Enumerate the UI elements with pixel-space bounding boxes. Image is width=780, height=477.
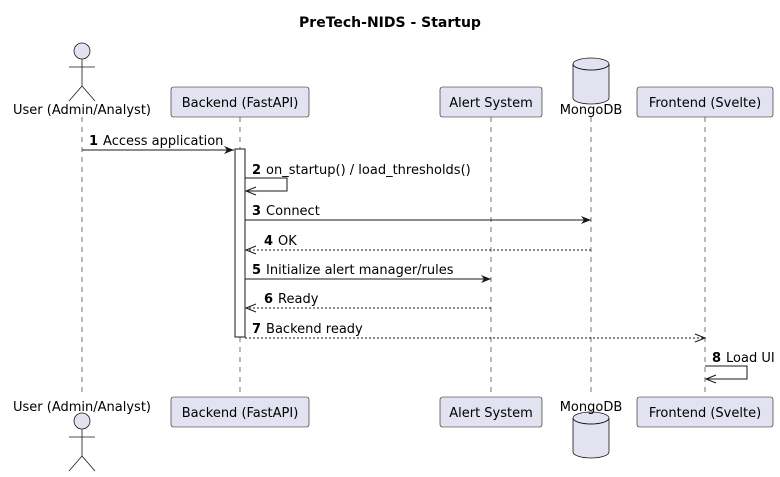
message-number: 2 xyxy=(252,163,261,178)
message-label: OK xyxy=(278,234,297,249)
message-number: 7 xyxy=(252,322,261,337)
message-number: 8 xyxy=(712,351,721,366)
participant-user-bottom: User (Admin/Analyst) xyxy=(13,400,151,472)
actor-icon xyxy=(68,42,96,102)
participant-label: Frontend (Svelte) xyxy=(649,96,761,111)
actor-icon xyxy=(68,412,96,472)
message-4-ok: 4 OK xyxy=(244,234,591,255)
message-number: 6 xyxy=(264,292,273,307)
message-8-load-ui: 8 Load UI xyxy=(704,351,775,384)
participant-label: MongoDB xyxy=(560,103,623,118)
message-label: Access application xyxy=(103,134,223,149)
diagram-title: PreTech-NIDS - Startup xyxy=(299,15,481,31)
participant-alert-bottom: Alert System xyxy=(439,396,543,428)
svg-text:4OK: 4 OK xyxy=(264,234,297,249)
participants: User (Admin/Analyst) User (Admin/Analyst)… xyxy=(13,42,774,472)
message-label: Load UI xyxy=(726,351,775,366)
message-label: Connect xyxy=(266,204,320,219)
message-6-ready: 6 Ready xyxy=(244,292,491,313)
message-number: 4 xyxy=(264,234,273,249)
messages: 1 Access application 2 on_startup() / load_… xyxy=(82,134,775,384)
database-icon xyxy=(572,57,610,105)
message-2-on-startup-load-thresholds: 2 on_startup() / load_thresholds() xyxy=(244,163,471,196)
participant-label: Frontend (Svelte) xyxy=(649,406,761,421)
participant-frontend-bottom: Frontend (Svelte) xyxy=(636,396,774,428)
participant-backend-top: Backend (FastAPI) xyxy=(170,86,310,118)
participant-user-top: User (Admin/Analyst) xyxy=(13,42,151,118)
participant-alert-top: Alert System xyxy=(439,86,543,118)
participant-label: Alert System xyxy=(449,96,533,111)
participant-label: Backend (FastAPI) xyxy=(182,96,299,111)
message-label: Ready xyxy=(278,292,319,307)
message-number: 5 xyxy=(252,263,261,278)
message-3-connect: 3 Connect xyxy=(245,204,591,224)
participant-label: Backend (FastAPI) xyxy=(182,406,299,421)
svg-text:2on_startup() / load_threshold: 2 on_startup() / load_thresholds() xyxy=(252,163,471,178)
participant-mongo-bottom: MongoDB xyxy=(560,400,623,459)
message-number: 1 xyxy=(89,134,98,149)
participant-backend-bottom: Backend (FastAPI) xyxy=(170,396,310,428)
activation-bars xyxy=(234,148,246,338)
lifelines xyxy=(81,117,706,396)
participant-label: MongoDB xyxy=(560,400,623,415)
database-icon xyxy=(572,411,610,459)
message-number: 3 xyxy=(252,204,261,219)
participant-label: User (Admin/Analyst) xyxy=(13,400,151,415)
message-5-initialize-alert-manager-rules: 5 Initialize alert manager/rules xyxy=(245,263,491,283)
participant-mongo-top: MongoDB xyxy=(560,57,623,118)
participant-label: Alert System xyxy=(449,406,533,421)
message-label: on_startup() / load_thresholds() xyxy=(266,163,471,178)
message-7-backend-ready: 7 Backend ready xyxy=(245,322,707,343)
message-label: Initialize alert manager/rules xyxy=(266,263,454,278)
participant-frontend-top: Frontend (Svelte) xyxy=(636,86,774,118)
message-1-access-application: 1 Access application xyxy=(82,134,234,154)
backend-activation-bar xyxy=(234,148,246,338)
message-label: Backend ready xyxy=(266,322,363,337)
participant-label: User (Admin/Analyst) xyxy=(13,103,151,118)
